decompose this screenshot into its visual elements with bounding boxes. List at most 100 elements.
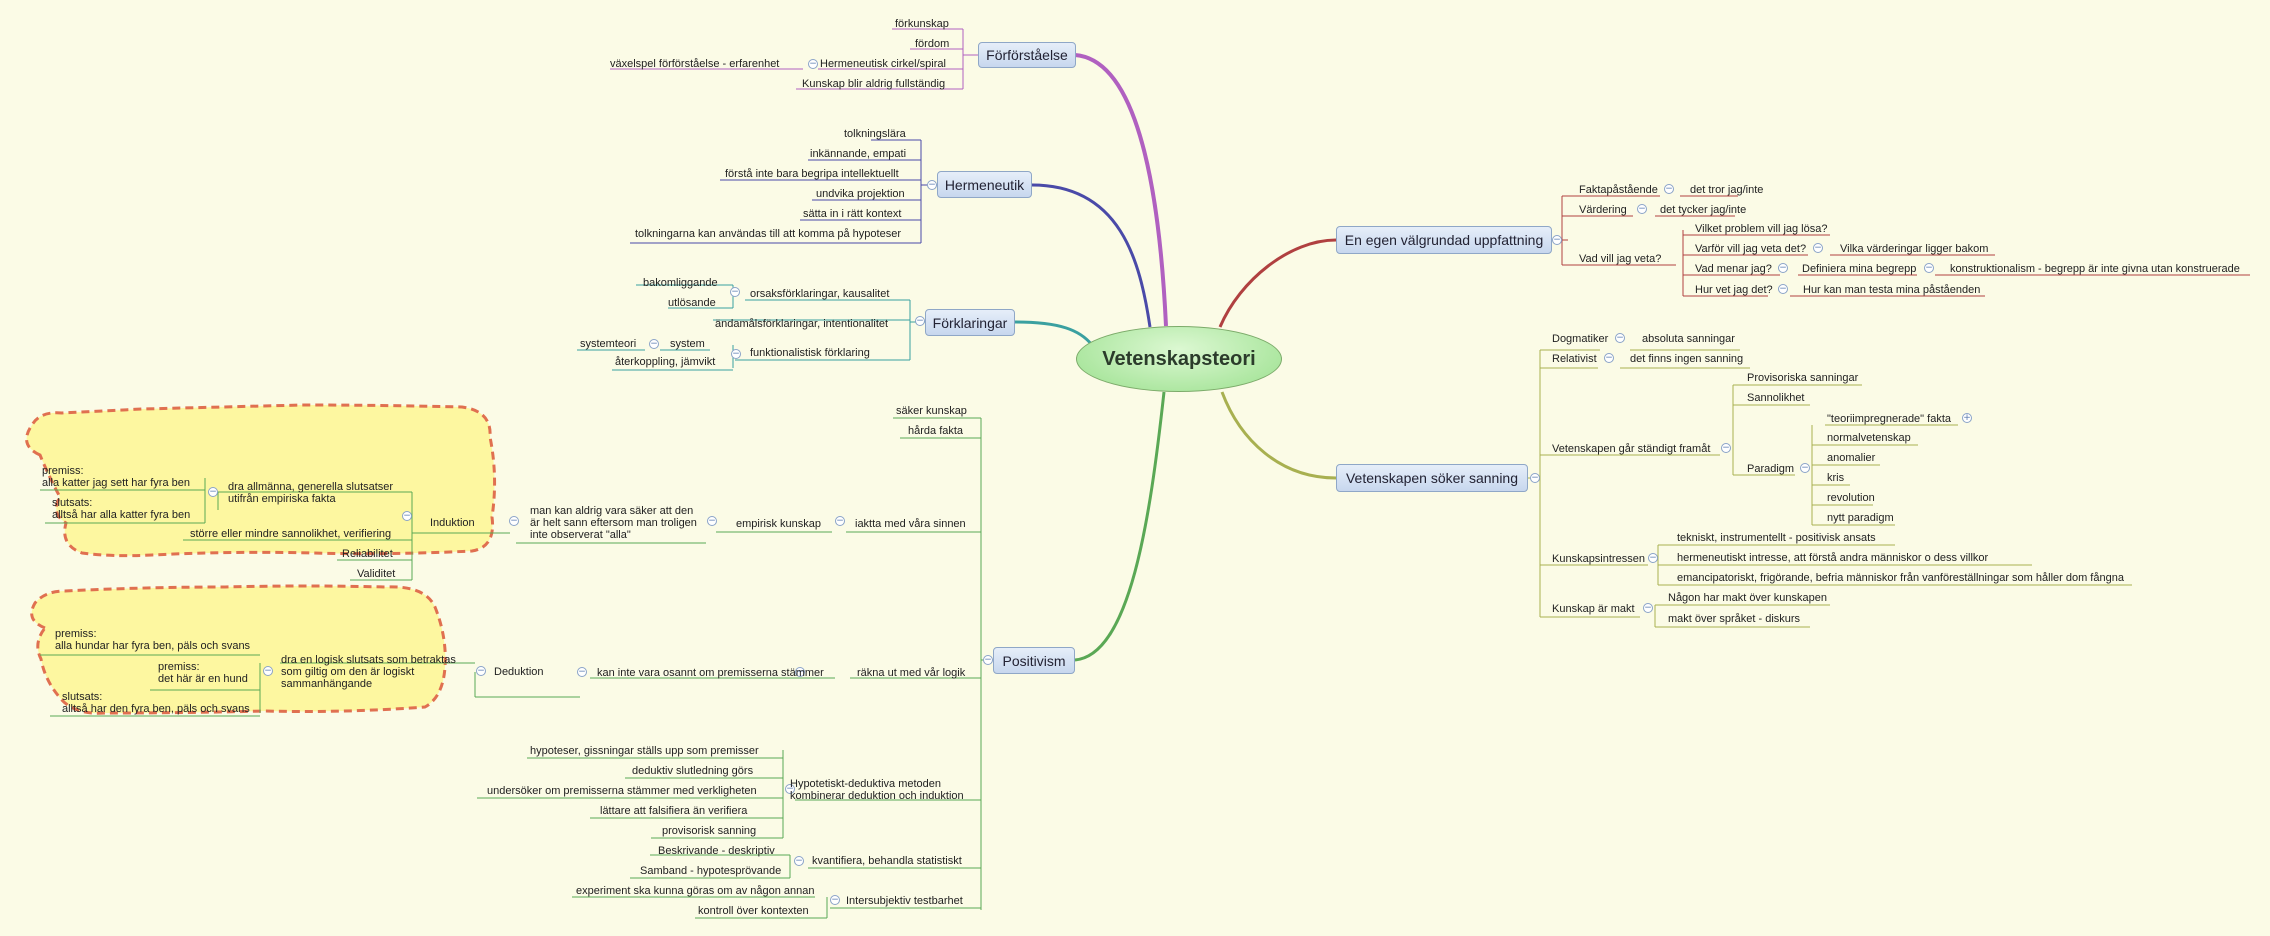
node-text[interactable]: Vad menar jag? [1695,263,1772,275]
node-text[interactable]: större eller mindre sannolikhet, verifie… [190,528,392,540]
node-text[interactable]: tolkningarna kan användas till att komma… [635,228,901,240]
node-text[interactable]: slutsats: alltså har den fyra ben, päls … [62,691,250,715]
node-text[interactable]: det finns ingen sanning [1630,353,1744,365]
collapse-toggle-icon[interactable] [1552,235,1562,245]
collapse-toggle-icon[interactable] [927,180,937,190]
node-text[interactable]: Hur vet jag det? [1695,284,1773,296]
node-text[interactable]: Vad vill jag veta? [1579,253,1662,265]
collapse-toggle-icon[interactable] [577,667,587,677]
node-text[interactable]: slutsats: alltså har alla katter fyra be… [52,497,191,521]
node-text[interactable]: Vilket problem vill jag lösa? [1695,223,1828,235]
node-text[interactable]: ändamålsförklaringar, intentionalitet [715,318,889,330]
node-text[interactable]: Validitet [357,568,396,580]
node-text[interactable]: Kunskapsintressen [1552,553,1645,565]
node-text[interactable]: sätta in i rätt kontext [803,208,902,220]
node-text[interactable]: växelspel förförståelse - erfarenhet [610,58,780,70]
collapse-toggle-icon[interactable] [983,655,993,665]
node-text[interactable]: tolkningslära [844,128,906,140]
collapse-toggle-icon[interactable] [476,666,486,676]
node-text[interactable]: Kunskap blir aldrig fullständig [802,78,946,90]
node-text[interactable]: Beskrivande - deskriptiv [658,845,775,857]
node-text[interactable]: Dogmatiker [1552,333,1609,345]
topic-egen-uppfattning[interactable]: En egen välgrundad uppfattning [1336,226,1552,254]
collapse-toggle-icon[interactable] [1778,284,1788,294]
node-text[interactable]: Hypotetiskt-deduktiva metoden kombinerar… [790,778,964,802]
node-text[interactable]: Samband - hypotesprövande [640,865,782,877]
collapse-toggle-icon[interactable] [785,784,795,794]
node-text[interactable]: Reliabilitet [342,548,393,560]
node-text[interactable]: tekniskt, instrumentellt - positivisk an… [1677,532,1876,544]
node-text[interactable]: undvika projektion [816,188,905,200]
root-node[interactable]: Vetenskapsteori [1076,326,1282,392]
collapse-toggle-icon[interactable] [402,511,412,521]
node-text[interactable]: funktionalistisk förklaring [750,347,870,359]
collapse-toggle-icon[interactable] [1637,204,1647,214]
node-text[interactable]: konstruktionalism - begrepp är inte givn… [1950,263,2240,275]
node-text[interactable]: hermeneutiskt intresse, att förstå andra… [1677,552,1989,564]
topic-forklaringar[interactable]: Förklaringar [925,309,1015,336]
node-text[interactable]: Värdering [1579,204,1627,216]
collapse-toggle-icon[interactable] [1648,553,1658,563]
node-text[interactable]: det tror jag/inte [1690,184,1764,196]
node-text[interactable]: Kunskap är makt [1552,603,1635,615]
collapse-toggle-icon[interactable] [707,516,717,526]
node-text[interactable]: det tycker jag/inte [1660,204,1747,216]
collapse-toggle-icon[interactable] [731,349,741,359]
expand-toggle-icon[interactable] [1962,413,1972,423]
node-text[interactable]: räkna ut med vår logik [857,667,966,679]
node-text[interactable]: Någon har makt över kunskapen [1668,592,1827,604]
node-text[interactable]: anomalier [1827,452,1876,464]
collapse-toggle-icon[interactable] [1778,263,1788,273]
node-text[interactable]: revolution [1827,492,1875,504]
node-text[interactable]: hypoteser, gissningar ställs upp som pre… [530,745,759,757]
node-text[interactable]: kvantifiera, behandla statistiskt [812,855,962,867]
node-text[interactable]: Induktion [430,517,475,529]
topic-positivism[interactable]: Positivism [993,647,1075,674]
node-text[interactable]: inkännande, empati [810,148,907,160]
node-text[interactable]: deduktiv slutledning görs [632,765,754,777]
collapse-toggle-icon[interactable] [263,666,273,676]
collapse-toggle-icon[interactable] [830,895,840,905]
collapse-toggle-icon[interactable] [915,316,925,326]
collapse-toggle-icon[interactable] [208,487,218,497]
collapse-toggle-icon[interactable] [1615,333,1625,343]
node-text[interactable]: bakomliggande [643,277,718,289]
node-text[interactable]: normalvetenskap [1827,432,1911,444]
node-text[interactable]: nytt paradigm [1827,512,1894,524]
collapse-toggle-icon[interactable] [730,287,740,297]
node-text[interactable]: återkoppling, jämvikt [615,356,716,368]
node-text[interactable]: premiss: det här är en hund [158,661,248,685]
node-text[interactable]: systemteori [580,338,637,350]
collapse-toggle-icon[interactable] [1664,184,1674,194]
collapse-toggle-icon[interactable] [835,516,845,526]
node-text[interactable]: säker kunskap [896,405,967,417]
node-text[interactable]: fördom [915,38,950,50]
node-text[interactable]: förstå inte bara begripa intellektuellt [725,168,899,180]
topic-forforstaelse[interactable]: Förförståelse [978,42,1076,68]
node-text[interactable]: undersöker om premisserna stämmer med ve… [487,785,757,797]
node-text[interactable]: utlösande [668,297,716,309]
collapse-toggle-icon[interactable] [1643,603,1653,613]
collapse-toggle-icon[interactable] [1530,473,1540,483]
node-text[interactable]: Hur kan man testa mina påståenden [1803,284,1981,296]
topic-vetenskapen-soker-sanning[interactable]: Vetenskapen söker sanning [1336,464,1528,492]
collapse-toggle-icon[interactable] [1800,463,1810,473]
node-text[interactable]: Intersubjektiv testbarhet [846,895,963,907]
topic-hermeneutik[interactable]: Hermeneutik [937,171,1032,198]
node-text[interactable]: premiss: alla hundar har fyra ben, päls … [55,628,251,652]
node-text[interactable]: experiment ska kunna göras om av någon a… [576,885,815,897]
collapse-toggle-icon[interactable] [795,667,805,677]
node-text[interactable]: "teoriimpregnerade" fakta [1827,413,1951,425]
collapse-toggle-icon[interactable] [794,856,804,866]
node-text[interactable]: Provisoriska sanningar [1747,372,1859,384]
collapse-toggle-icon[interactable] [1924,263,1934,273]
collapse-toggle-icon[interactable] [1721,443,1731,453]
collapse-toggle-icon[interactable] [649,339,659,349]
node-text[interactable]: kontroll över kontexten [698,905,809,917]
node-text[interactable]: hårda fakta [908,425,964,437]
node-text[interactable]: Sannolikhet [1747,392,1805,404]
node-text[interactable]: Faktapåstående [1579,184,1658,196]
node-text[interactable]: Paradigm [1747,463,1795,475]
node-text[interactable]: provisorisk sanning [662,825,757,837]
node-text[interactable]: Vetenskapen går ständigt framåt [1552,443,1711,455]
